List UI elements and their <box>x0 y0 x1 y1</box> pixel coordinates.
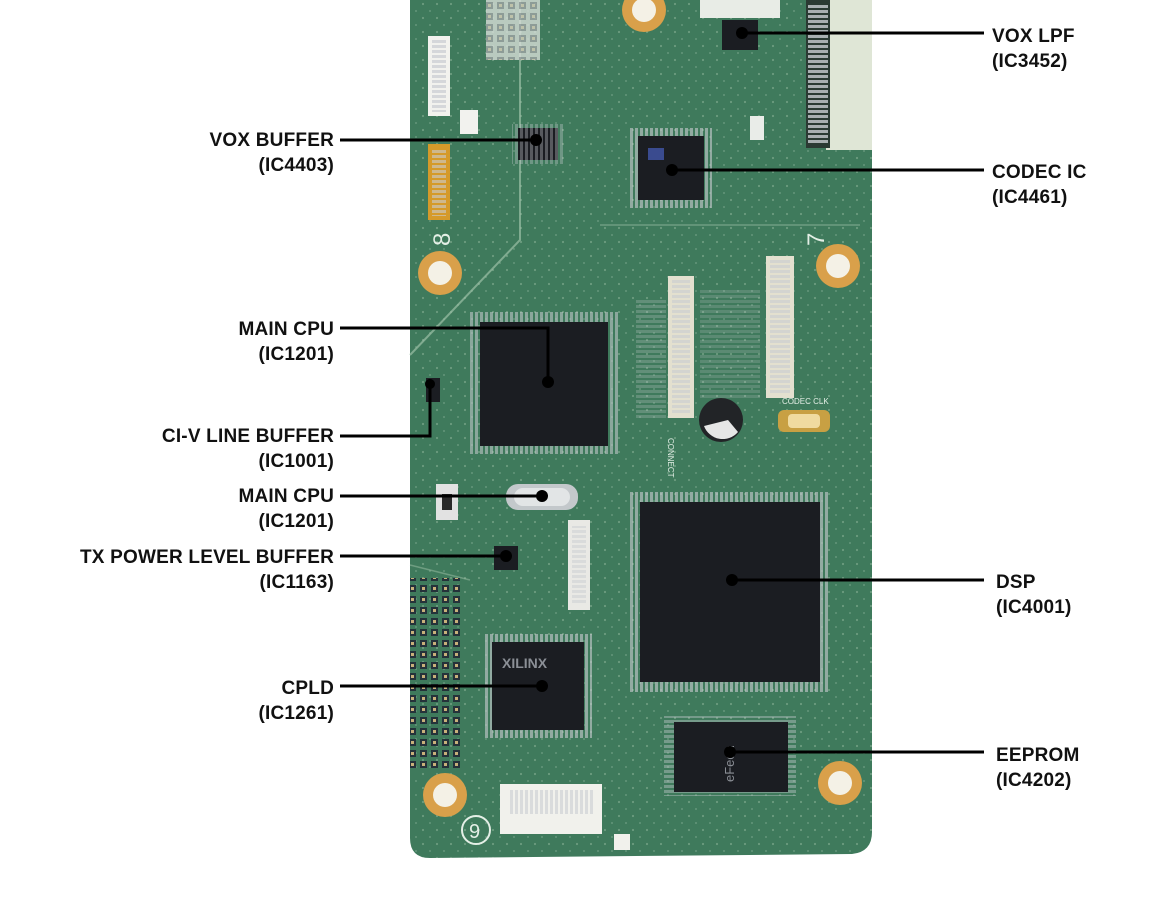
callout-ref: (IC1261) <box>258 703 334 724</box>
callout-ref: (IC1201) <box>258 511 334 532</box>
mounting-holes <box>418 0 862 817</box>
callout-name: CPLD <box>281 678 334 699</box>
pin-header <box>410 578 462 768</box>
cpld-logo: XILINX <box>502 655 548 671</box>
silk-number-9: 9 <box>469 821 480 843</box>
callout-cpld: CPLD (IC1261) <box>258 676 334 726</box>
callout-ref: (IC4461) <box>992 187 1068 208</box>
callout-ref: (IC4202) <box>996 770 1072 791</box>
silk-codec-clk: CODEC CLK <box>782 397 829 406</box>
callout-ref: (IC1163) <box>259 572 334 593</box>
callout-dsp: DSP (IC4001) <box>996 570 1072 620</box>
callout-eeprom: EEPROM (IC4202) <box>996 743 1080 793</box>
leader-ci-v-line-buffer <box>340 384 432 438</box>
callout-name: DSP <box>996 572 1036 593</box>
callout-name: MAIN CPU <box>238 486 334 507</box>
callout-name: MAIN CPU <box>238 319 334 340</box>
callout-name: CI-V LINE BUFFER <box>161 426 334 447</box>
callout-ref: (IC4001) <box>996 597 1072 618</box>
leader-dots <box>425 27 748 758</box>
leader-lines <box>340 31 984 754</box>
callout-ref: (IC1201) <box>258 344 334 365</box>
silk-number-8: 8 <box>429 233 456 246</box>
silk-number-7: 7 <box>803 233 830 246</box>
callout-codec-ic: CODEC IC (IC4461) <box>992 160 1087 210</box>
callout-ci-v-line-buffer: CI-V LINE BUFFER (IC1001) <box>162 424 334 474</box>
callout-name: VOX BUFFER <box>209 130 334 151</box>
callout-ref: (IC3452) <box>992 51 1068 72</box>
callout-main-cpu-1: MAIN CPU (IC1201) <box>238 317 334 367</box>
leader-main-cpu-1 <box>340 326 550 382</box>
callout-name: VOX LPF <box>992 26 1075 47</box>
callout-tx-power-level-buffer: TX POWER LEVEL BUFFER (IC1163) <box>80 545 334 595</box>
callout-name: TX POWER LEVEL BUFFER <box>79 547 334 568</box>
callout-ref: (IC1001) <box>258 451 334 472</box>
silk-connect: CONNECT <box>666 438 675 478</box>
ic-dsp <box>640 502 820 682</box>
callout-name: CODEC IC <box>992 162 1087 183</box>
callout-vox-lpf: VOX LPF (IC3452) <box>992 24 1075 74</box>
callout-vox-buffer: VOX BUFFER (IC4403) <box>210 128 334 178</box>
callout-name: EEPROM <box>996 745 1080 766</box>
callout-ref: (IC4403) <box>258 155 334 176</box>
callout-main-cpu-2: MAIN CPU (IC1201) <box>238 484 334 534</box>
